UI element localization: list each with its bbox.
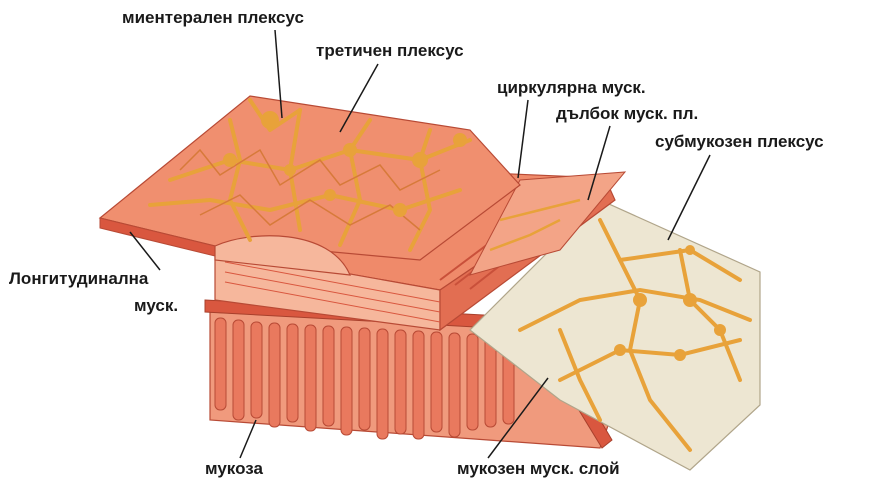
label-myenteric-plexus: миентерален плексус xyxy=(122,8,304,28)
label-muscularis-mucosae: мукозен муск. слой xyxy=(457,459,620,479)
label-deep-muscular-plexus: дълбок муск. пл. xyxy=(556,104,698,124)
label-mucosa: мукоза xyxy=(205,459,263,479)
label-tertiary-plexus: третичен плексус xyxy=(316,41,464,61)
label-longitudinal-muscle-line2: муск. xyxy=(134,296,178,316)
label-longitudinal-muscle-line1: Лонгитудинална xyxy=(9,269,148,289)
label-submucous-plexus: субмукозен плексус xyxy=(655,132,824,152)
label-circular-muscle: циркулярна муск. xyxy=(497,78,646,98)
